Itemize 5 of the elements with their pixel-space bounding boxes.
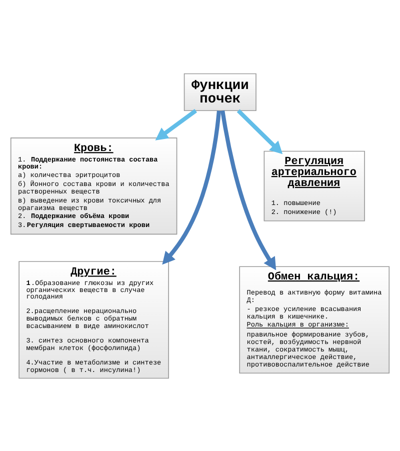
node-box: Функции почек xyxy=(184,72,256,111)
arrow xyxy=(236,108,283,154)
arrow xyxy=(162,110,222,264)
arrow xyxy=(155,108,197,140)
arrow xyxy=(220,110,276,270)
